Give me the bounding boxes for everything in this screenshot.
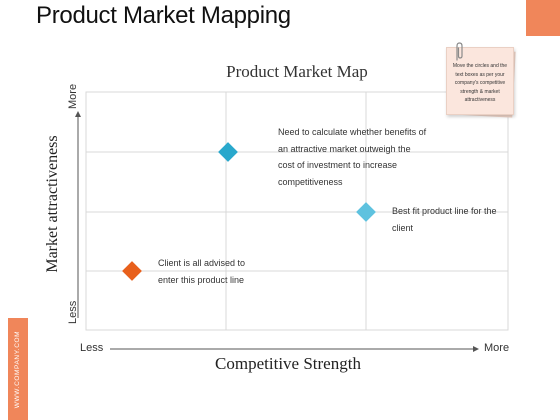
marker-diamond-client-advised[interactable] xyxy=(122,261,142,281)
y-axis-label: Market attractiveness xyxy=(44,135,61,273)
x-axis-label: Competitive Strength xyxy=(215,354,361,373)
x-axis-less-label: Less xyxy=(80,342,104,354)
note-best-fit[interactable]: Best fit product line for the client xyxy=(392,206,497,233)
note-attractive-market[interactable]: Need to calculate whether benefits of an… xyxy=(278,127,427,187)
grid-frame xyxy=(85,91,509,331)
slide-title: Product Market Mapping xyxy=(36,2,291,29)
footer-side-bar xyxy=(8,318,28,420)
note-client-advised[interactable]: Client is all advised to enter this prod… xyxy=(158,258,246,285)
y-axis-more-label: More xyxy=(67,83,79,109)
sticky-note-text: Move the circles and the text boxes as p… xyxy=(452,63,508,104)
x-axis-more-label: More xyxy=(484,342,510,354)
sticky-note: Move the circles and the text boxes as p… xyxy=(446,42,516,118)
y-axis-less-label: Less xyxy=(67,300,79,324)
corner-accent-tab xyxy=(526,0,560,36)
paperclip-icon xyxy=(456,42,463,61)
marker-diamond-attractive-market[interactable] xyxy=(218,142,238,162)
marker-diamond-best-fit[interactable] xyxy=(356,202,376,222)
diagram-title: Product Market Map xyxy=(226,62,368,81)
